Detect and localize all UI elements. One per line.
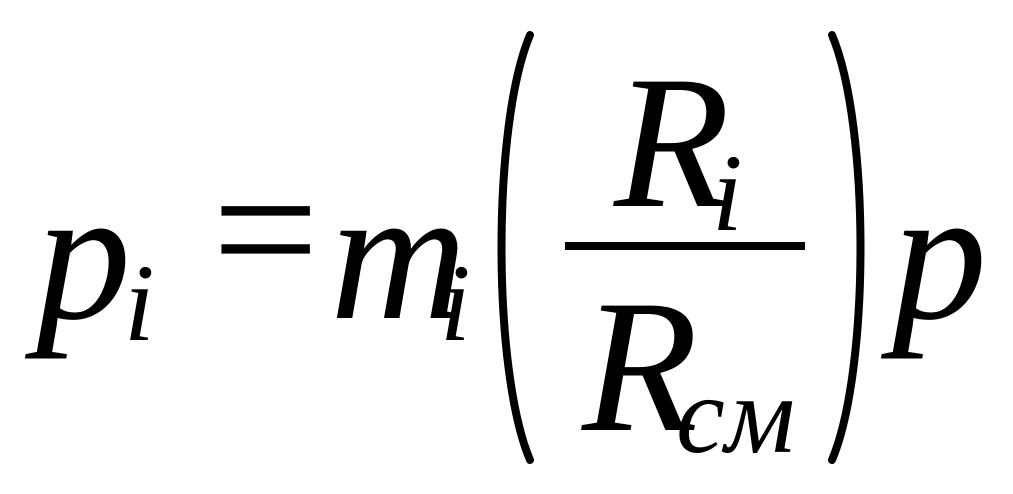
denominator-base: R: [582, 262, 699, 472]
trailing-p: p: [892, 150, 987, 360]
left-parenthesis: [497, 31, 534, 464]
numerator-base: R: [614, 38, 731, 248]
right-parenthesis: [828, 31, 865, 464]
fraction-bar: [565, 242, 805, 250]
denominator-subscript: см: [676, 354, 796, 476]
coef-base: m: [330, 150, 468, 360]
coef-subscript: i: [440, 242, 471, 364]
numerator-subscript: i: [712, 132, 743, 254]
lhs-base: p: [36, 150, 131, 360]
equals-sign: =: [212, 125, 320, 335]
lhs-subscript: i: [124, 242, 155, 364]
